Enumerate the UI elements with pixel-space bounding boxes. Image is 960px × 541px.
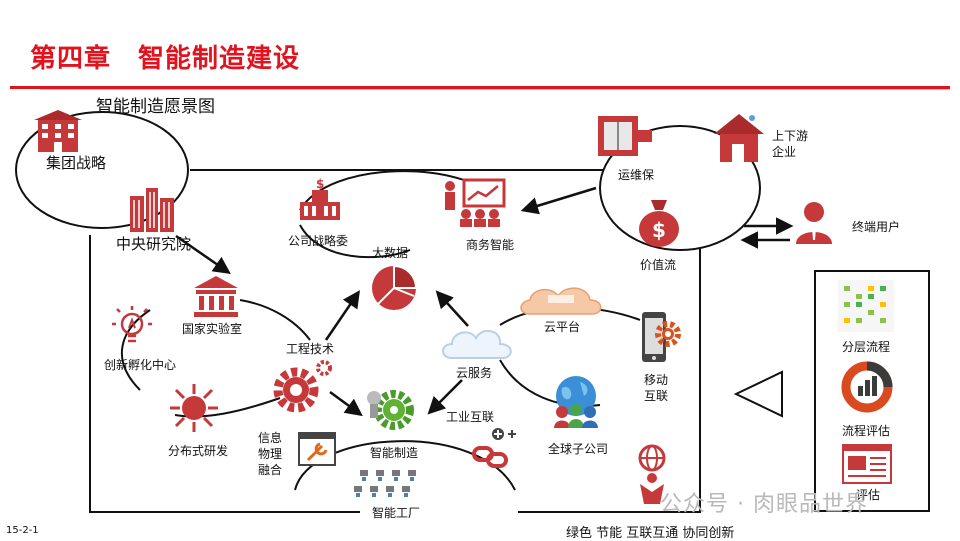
server-rack-icon — [598, 116, 652, 156]
arrow-om-to-bi — [520, 186, 597, 215]
label-layered-process: 分层流程 — [842, 340, 891, 354]
page-title: 第四章 智能制造建设 — [30, 44, 301, 74]
arrow-cloud-to-bigdata — [435, 290, 469, 327]
donut-chart-icon — [841, 361, 893, 413]
label-central-institute: 中央研究院 — [116, 235, 192, 253]
title-underline — [10, 86, 950, 89]
title-underline-shadow — [40, 89, 950, 90]
watermark-text: 公众号 · 肉眼品世界 — [660, 492, 868, 517]
arrow-eng-to-smart — [329, 390, 363, 417]
label-process-eval: 流程评估 — [842, 424, 891, 438]
user-avatar-icon — [796, 202, 832, 244]
cloud-icon — [442, 329, 512, 359]
left-loop — [121, 299, 311, 418]
mobile-phone-gear-icon — [642, 312, 681, 362]
diagram-title: 智能制造愿景图 — [96, 97, 215, 117]
arrow-cloud-to-smart — [427, 379, 463, 415]
label-info-physical: 信息 物理 融合 — [258, 431, 283, 477]
label-end-user: 终端用户 — [852, 220, 901, 234]
classical-building-icon — [194, 276, 238, 317]
browser-wrench-icon — [298, 432, 336, 466]
label-engineering-tech: 工程技术 — [286, 342, 335, 356]
slogan-text: 绿色 节能 互联互通 协同创新 — [566, 526, 735, 541]
label-cloud-service: 云服务 — [456, 366, 493, 380]
arrow-eng-to-bigdata — [324, 290, 360, 341]
label-upstream-downstream: 上下游 企业 — [772, 129, 809, 159]
label-national-lab: 国家实验室 — [182, 322, 243, 336]
label-mobile-internet: 移动 互联 — [644, 373, 669, 403]
globe-arrows-icon — [170, 384, 218, 432]
svg-text:$: $ — [652, 218, 666, 242]
institute-building-icon — [130, 188, 174, 232]
office-building-icon — [34, 110, 82, 152]
main-frame — [89, 169, 701, 513]
label-group-strategy: 集团战略 — [46, 154, 107, 172]
arrow-institute-to-lab — [175, 234, 231, 274]
presentation-audience-icon — [445, 178, 506, 227]
label-innovation-center: 创新孵化中心 — [104, 358, 177, 372]
green-gears-icon — [367, 390, 414, 430]
label-global-subsidiary: 全球子公司 — [548, 442, 609, 456]
label-evaluation: 评估 — [856, 488, 881, 502]
gears-icon — [273, 360, 332, 413]
label-value-stream: 价值流 — [640, 258, 677, 272]
label-company-strategy: 公司战略委 — [288, 234, 349, 248]
label-om-guarantee: 运维保 — [618, 168, 655, 182]
money-bag-icon: $ — [639, 200, 679, 247]
panel-pointer-triangle — [733, 370, 783, 418]
svg-text:$: $ — [316, 177, 324, 191]
link-plus-icon — [472, 428, 516, 468]
page-number: 15-2-1 — [6, 525, 39, 536]
globe-person-icon — [638, 444, 666, 504]
bank-dollar-icon: $ — [300, 177, 340, 220]
label-cloud-platform: 云平台 — [544, 320, 581, 334]
label-business-intel: 商务智能 — [466, 238, 515, 252]
label-smart-manufacturing: 智能制造 — [370, 446, 419, 460]
label-big-data: 大数据 — [372, 246, 409, 260]
label-distributed-rd: 分布式研发 — [168, 444, 229, 458]
factory-robots-icon — [354, 470, 416, 497]
pie-chart-icon — [372, 264, 418, 310]
cloud-platform-icon — [520, 287, 602, 315]
lightbulb-icon — [112, 306, 152, 343]
process-grid-icon — [838, 280, 894, 332]
globe-people-icon — [554, 376, 598, 428]
house-icon — [714, 114, 764, 162]
label-smart-factory: 智能工厂 — [372, 506, 421, 520]
label-industrial-internet: 工业互联 — [446, 410, 495, 424]
top-arc-lower — [299, 224, 411, 259]
report-document-icon — [842, 444, 892, 484]
